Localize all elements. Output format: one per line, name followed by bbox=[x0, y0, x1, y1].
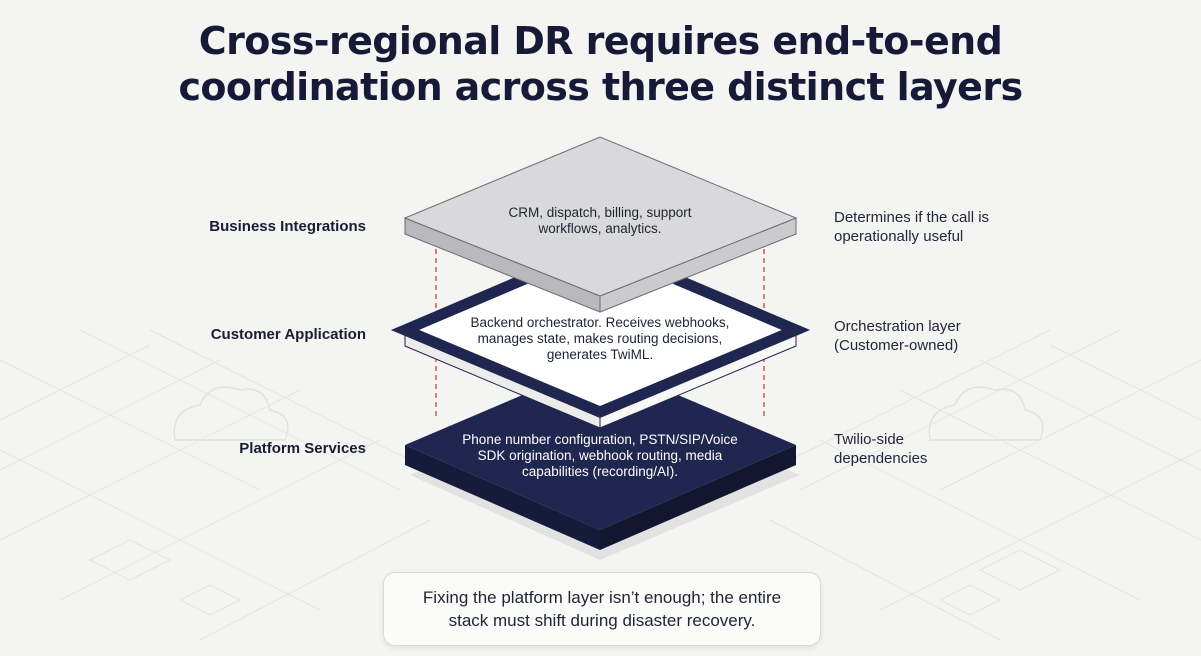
layer-business-integrations bbox=[403, 136, 798, 313]
description-line: generates TwiML. bbox=[546, 347, 654, 362]
note-line: (Customer-owned) bbox=[834, 337, 959, 354]
layer-customer-application bbox=[390, 241, 811, 429]
description-line: capabilities (recording/AI). bbox=[521, 464, 679, 479]
note-line: Orchestration layer bbox=[834, 318, 961, 335]
label-customer-application: Customer Application bbox=[210, 326, 366, 343]
label-platform-services: Platform Services bbox=[239, 440, 366, 457]
description-line: manages state, makes routing decisions, bbox=[477, 331, 723, 346]
note-customer-application: Orchestration layer (Customer-owned) bbox=[834, 317, 1094, 355]
conclusion-callout: Fixing the platform layer isn’t enough; … bbox=[383, 572, 821, 646]
title-line-2: coordination across three distinct layer… bbox=[178, 65, 1023, 109]
page-title: Cross-regional DR requires end-to-end co… bbox=[0, 18, 1201, 110]
layer-platform-services bbox=[405, 362, 796, 550]
description-customer-application: Backend orchestrator. Receives webhooks,… bbox=[450, 315, 750, 363]
description-line: CRM, dispatch, billing, support bbox=[508, 205, 692, 220]
callout-line-2: stack must shift during disaster recover… bbox=[448, 611, 756, 630]
description-business-integrations: CRM, dispatch, billing, support workflow… bbox=[470, 205, 730, 237]
cloud-decoration-left bbox=[173, 386, 289, 441]
note-business-integrations: Determines if the call is operationally … bbox=[834, 208, 1094, 246]
description-line: Backend orchestrator. Receives webhooks, bbox=[470, 315, 730, 330]
note-line: dependencies bbox=[834, 450, 928, 467]
cloud-decoration-right bbox=[928, 386, 1044, 441]
description-line: Phone number configuration, PSTN/SIP/Voi… bbox=[462, 432, 738, 447]
description-platform-services: Phone number configuration, PSTN/SIP/Voi… bbox=[440, 432, 760, 480]
label-business-integrations: Business Integrations bbox=[209, 218, 366, 235]
callout-line-1: Fixing the platform layer isn’t enough; … bbox=[422, 588, 782, 607]
description-line: workflows, analytics. bbox=[538, 221, 662, 236]
note-line: Twilio-side bbox=[834, 431, 905, 448]
note-platform-services: Twilio-side dependencies bbox=[834, 430, 1094, 468]
title-line-1: Cross-regional DR requires end-to-end bbox=[198, 19, 1003, 63]
note-line: Determines if the call is bbox=[834, 209, 990, 226]
note-line: operationally useful bbox=[834, 228, 964, 245]
background-grid bbox=[0, 329, 1201, 641]
description-line: SDK origination, webhook routing, media bbox=[477, 448, 723, 463]
